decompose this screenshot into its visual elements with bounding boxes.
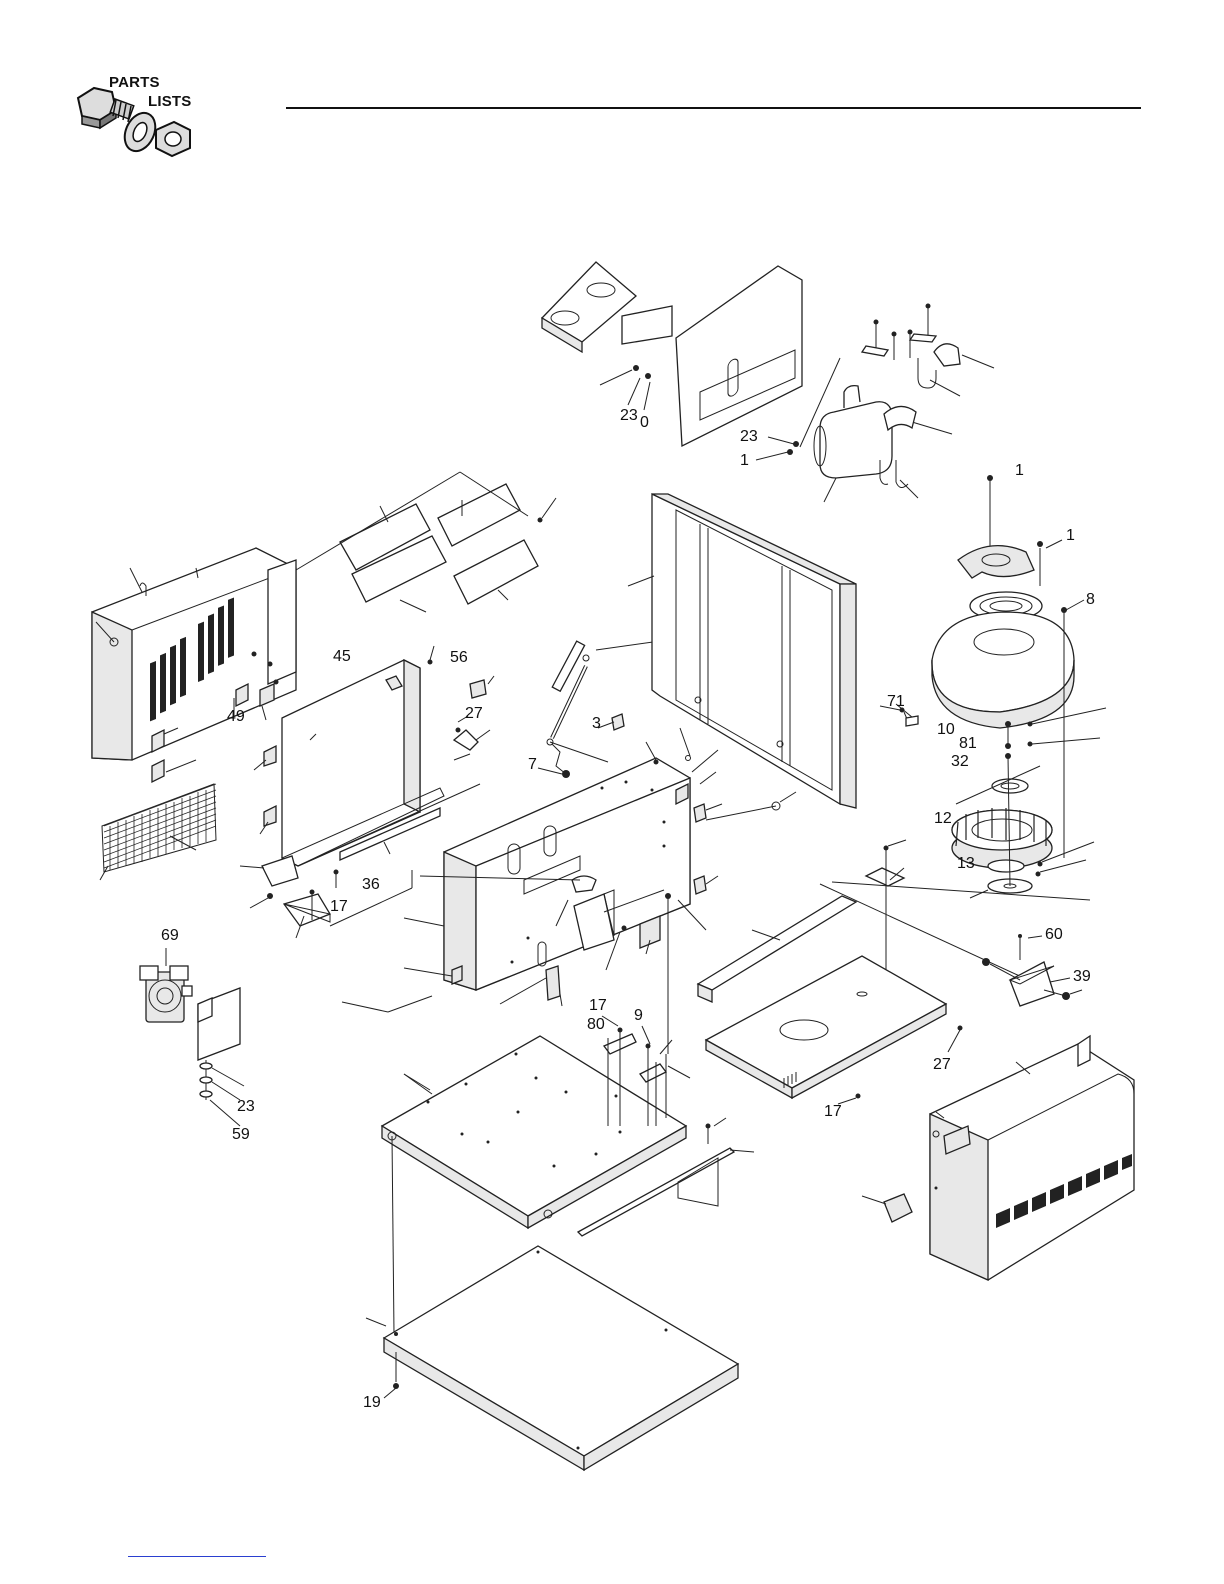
callout-17: 17 bbox=[824, 1103, 842, 1120]
callout-17: 17 bbox=[330, 898, 348, 915]
callout-45: 45 bbox=[333, 648, 351, 665]
roof-panels bbox=[296, 472, 556, 612]
callout-23: 23 bbox=[620, 407, 638, 424]
rear-panel bbox=[676, 266, 802, 446]
callout-60: 60 bbox=[1045, 926, 1063, 943]
callout-23: 23 bbox=[740, 428, 758, 445]
mesh-screen bbox=[100, 784, 216, 880]
bottom-base-plate bbox=[366, 1246, 738, 1470]
callout-49: 49 bbox=[227, 708, 245, 725]
front-access-panel bbox=[862, 1036, 1134, 1280]
callout-19: 19 bbox=[363, 1394, 381, 1411]
callout-7: 7 bbox=[528, 756, 537, 773]
callout-39: 39 bbox=[1073, 968, 1091, 985]
callout-3: 3 bbox=[592, 715, 601, 732]
callout-59: 59 bbox=[232, 1126, 250, 1143]
callout-27: 27 bbox=[933, 1056, 951, 1073]
mounting-bracket-plate bbox=[542, 262, 672, 352]
callout-36: 36 bbox=[362, 876, 380, 893]
callout-56: 56 bbox=[450, 649, 468, 666]
gas-valve-component bbox=[140, 948, 244, 1126]
callout-13: 13 bbox=[957, 855, 975, 872]
callout-80: 80 bbox=[587, 1016, 605, 1033]
callout-0: 0 bbox=[640, 414, 649, 431]
callout-1: 1 bbox=[1066, 527, 1075, 544]
footer-link-rule bbox=[128, 1556, 266, 1557]
callout-1: 1 bbox=[740, 452, 749, 469]
callout-12: 12 bbox=[934, 810, 952, 827]
callout-69: 69 bbox=[161, 927, 179, 944]
callout-23: 23 bbox=[237, 1098, 255, 1115]
base-tray bbox=[706, 956, 963, 1104]
callout-9: 9 bbox=[634, 1007, 643, 1024]
callout-27: 27 bbox=[465, 705, 483, 722]
callout-17: 17 bbox=[589, 997, 607, 1014]
callout-32: 32 bbox=[951, 753, 969, 770]
callout-8: 8 bbox=[1086, 591, 1095, 608]
callout-1: 1 bbox=[1015, 462, 1024, 479]
callout-81: 81 bbox=[959, 735, 977, 752]
hardware-23-0 bbox=[600, 365, 651, 410]
callout-10: 10 bbox=[937, 721, 955, 738]
callout-71: 71 bbox=[887, 693, 905, 710]
left-side-panel bbox=[92, 548, 296, 782]
lower-left-brackets bbox=[240, 856, 412, 938]
